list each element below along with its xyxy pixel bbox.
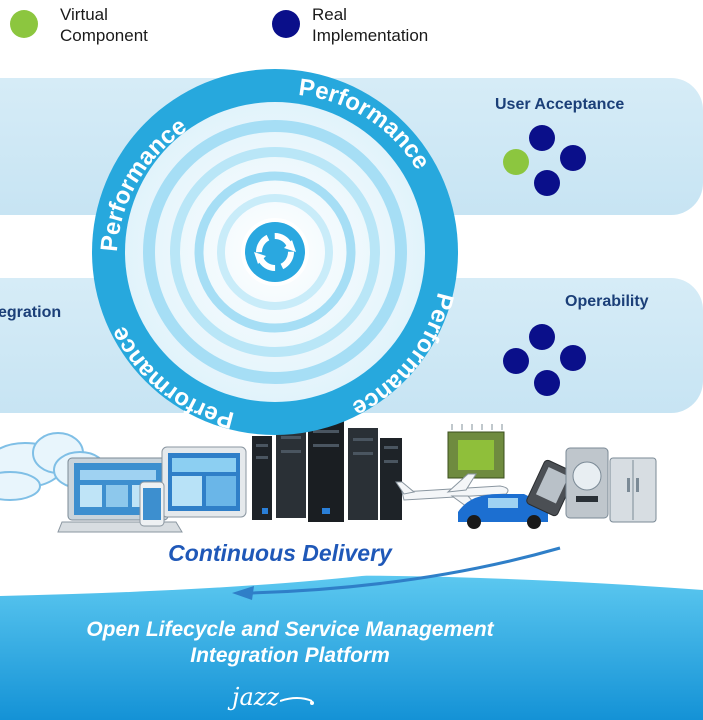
delivery-arrowhead (232, 586, 254, 600)
jazz-logo: jazz (232, 683, 314, 711)
devices-strip (0, 418, 657, 533)
legend-virtual-line1: Virtual (60, 5, 108, 24)
cycle-icon (245, 222, 305, 282)
integration-title-partial: egration (0, 304, 62, 321)
real-implementation-dot (560, 345, 586, 371)
platform-title: Open Lifecycle and Service Management In… (0, 617, 590, 669)
real-implementation-dot (534, 170, 560, 196)
virtual-component-legend-dot (10, 10, 38, 38)
real-implementation-legend-dot (272, 10, 300, 38)
operability-title: Operability (565, 293, 649, 310)
phone-icon (139, 481, 165, 527)
server-icon (252, 418, 402, 522)
platform-title-line1: Open Lifecycle and Service Management (86, 618, 494, 641)
virtual-component-legend-label: Virtual Component (60, 4, 148, 46)
continuous-delivery-swoosh (0, 512, 600, 596)
continuous-delivery-label: Continuous Delivery (168, 540, 392, 566)
delivery-arrow-line (249, 546, 561, 595)
legend-virtual-line2: Component (60, 26, 148, 45)
real-implementation-dot (529, 125, 555, 151)
platform-band (0, 575, 703, 720)
jazz-logo-text: jazz (232, 683, 280, 711)
real-implementation-dot (529, 324, 555, 350)
chip-icon (447, 424, 505, 479)
tablet-icon (161, 446, 247, 518)
real-implementation-dot (534, 370, 560, 396)
refrigerator-icon (609, 457, 657, 523)
jazz-logo-swoosh (280, 697, 314, 705)
platform-title-line2: Integration Platform (190, 644, 390, 667)
real-implementation-legend-label: Real Implementation (312, 4, 428, 46)
legend-real-line1: Real (312, 5, 347, 24)
legend-real-line2: Implementation (312, 26, 429, 45)
user-acceptance-title: User Acceptance (495, 96, 625, 113)
real-implementation-dot (503, 348, 529, 374)
virtual-component-dot (503, 149, 529, 175)
real-implementation-dot (560, 145, 586, 171)
car-icon (458, 494, 548, 529)
meter-icon (565, 447, 609, 519)
